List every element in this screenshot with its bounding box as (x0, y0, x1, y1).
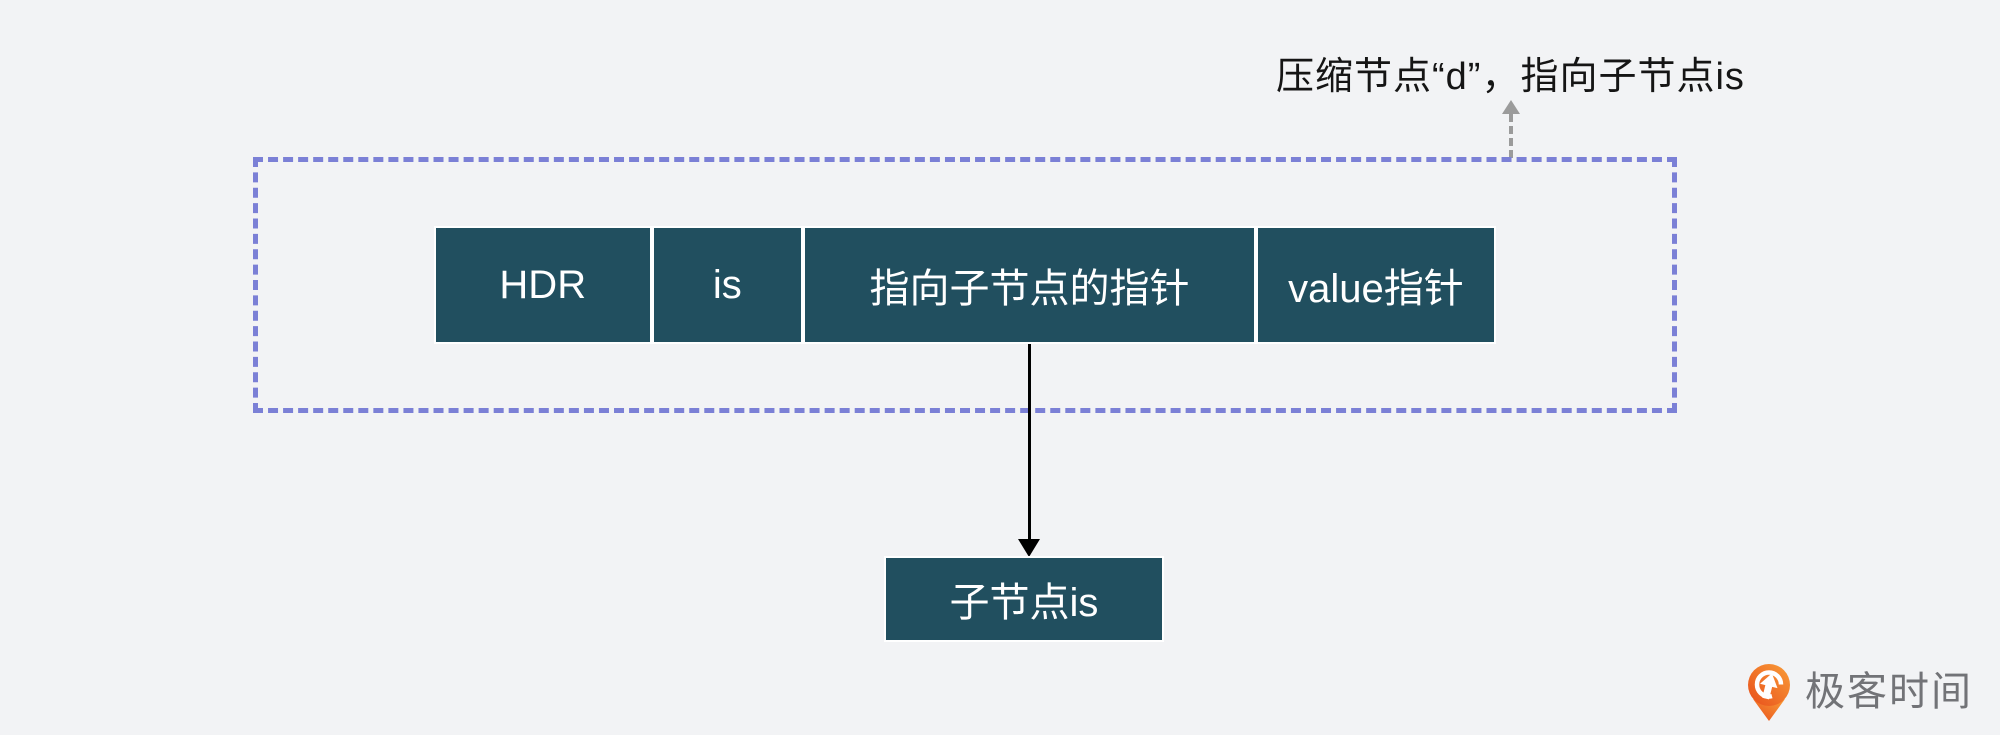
compressed-node-bar: HDR is 指向子节点的指针 value指针 (434, 226, 1496, 344)
child-node-box: 子节点is (884, 556, 1164, 642)
arrow-down-icon (1018, 539, 1040, 557)
node-cell-is: is (653, 228, 802, 342)
geektime-logo: 极客时间 (1746, 663, 1973, 725)
geektime-pin-icon (1748, 664, 1790, 721)
node-cell-child-pointer: 指向子节点的指针 (805, 228, 1254, 342)
compressed-node-boundary (253, 157, 1677, 413)
node-cell-hdr: HDR (436, 228, 650, 342)
arrow-up-dashed-line (1509, 114, 1513, 158)
annotation-arrow (1500, 100, 1522, 158)
child-pointer-arrow (1018, 344, 1041, 557)
node-cell-value-pointer: value指针 (1257, 228, 1494, 342)
annotation-text: 压缩节点“d”，指向子节点is (1276, 56, 1745, 98)
arrow-down-line (1028, 344, 1031, 540)
geektime-logo-text: 极客时间 (1805, 670, 1973, 714)
arrow-up-icon (1502, 100, 1520, 114)
